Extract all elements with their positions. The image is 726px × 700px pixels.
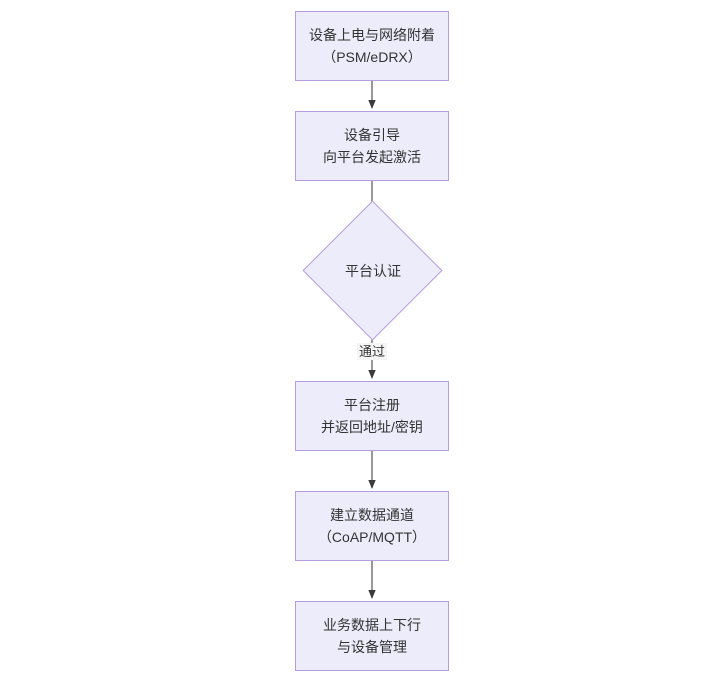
node-label: 建立数据通道 （CoAP/MQTT） [317, 507, 427, 545]
node-label: 设备引导 向平台发起激活 [323, 127, 421, 165]
node-device-power-on[interactable]: 设备上电与网络附着 （PSM/eDRX） [295, 11, 449, 81]
edge-label-pass: 通过 [357, 343, 388, 360]
node-label: 平台认证 [345, 263, 401, 279]
node-establish-data-channel[interactable]: 建立数据通道 （CoAP/MQTT） [295, 491, 449, 561]
node-label: 业务数据上下行 与设备管理 [323, 617, 421, 655]
node-label: 设备上电与网络附着 （PSM/eDRX） [309, 27, 435, 65]
node-label: 平台注册 并返回地址/密钥 [321, 397, 423, 435]
node-device-bootstrap[interactable]: 设备引导 向平台发起激活 [295, 111, 449, 181]
node-business-data-and-device-management[interactable]: 业务数据上下行 与设备管理 [295, 601, 449, 671]
node-platform-authentication[interactable]: 平台认证 [302, 200, 443, 341]
node-platform-registration[interactable]: 平台注册 并返回地址/密钥 [295, 381, 449, 451]
